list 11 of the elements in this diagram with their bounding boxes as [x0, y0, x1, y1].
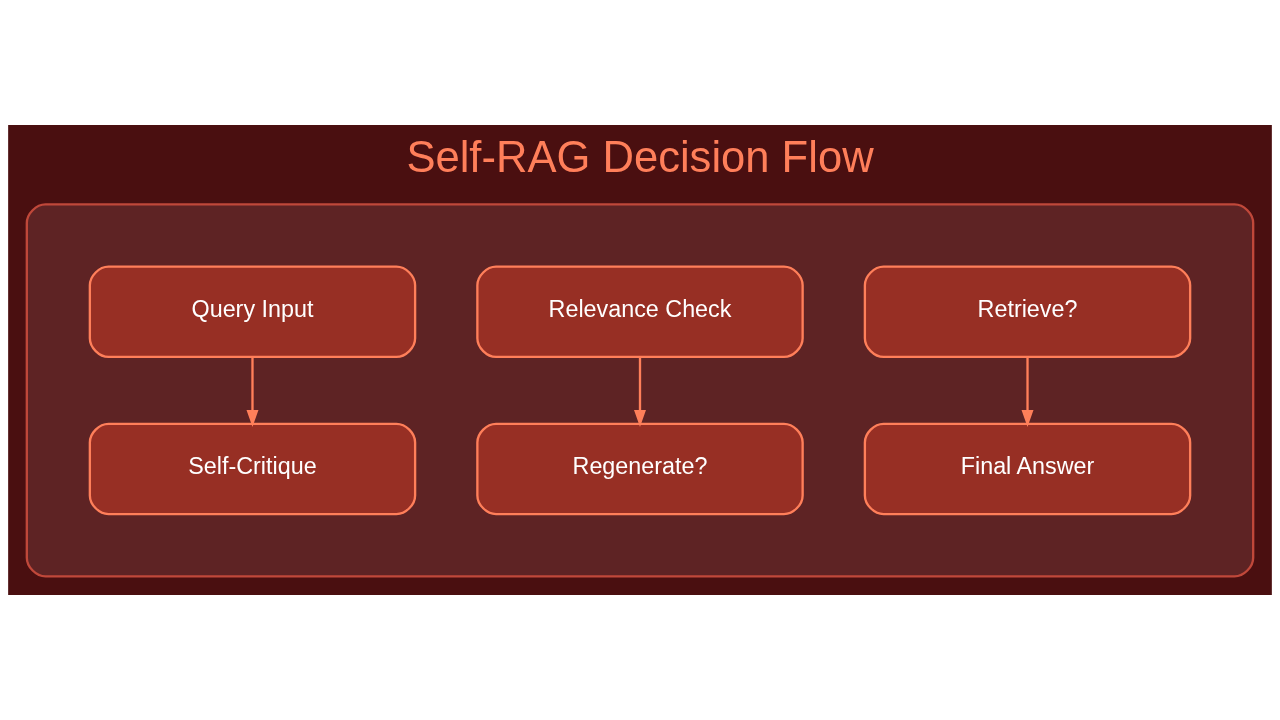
arrow: [1021, 357, 1034, 428]
cluster: [25, 203, 1255, 578]
node-box: Query Input: [88, 265, 417, 359]
node-box: Self-Critique: [88, 422, 417, 516]
node-box: Regenerate?: [476, 422, 804, 516]
node-box: Retrieve?: [863, 265, 1192, 359]
diagram-title: Self-RAG Decision Flow: [406, 133, 874, 182]
node-box: Relevance Check: [476, 265, 804, 359]
arrow: [634, 357, 646, 428]
arrow: [246, 357, 259, 428]
node-box: Final Answer: [863, 422, 1192, 516]
